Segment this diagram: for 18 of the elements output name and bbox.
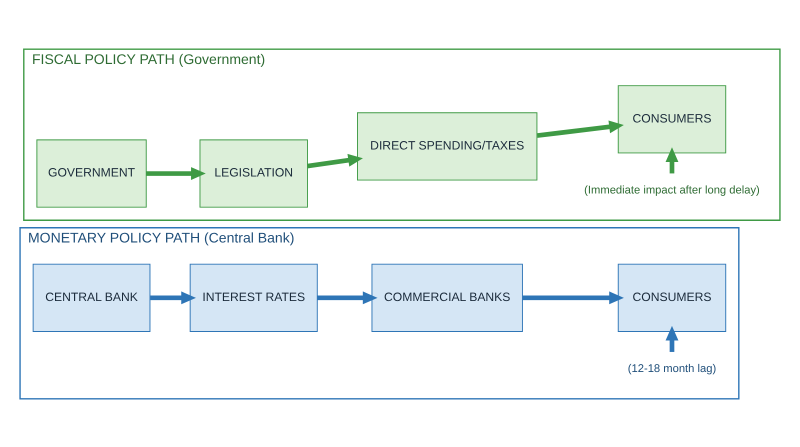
node-text: (12-18 month lag)	[628, 362, 716, 374]
arrow	[307, 153, 363, 168]
node-box: COMMERCIAL BANKS	[372, 263, 523, 332]
node-box: CENTRAL BANK	[32, 263, 150, 332]
arrow	[146, 166, 206, 180]
arrow	[666, 325, 678, 352]
arrow	[317, 290, 378, 304]
node-text: (Immediate impact after long delay)	[584, 184, 760, 196]
node-box: DIRECT SPENDING/TAXES	[357, 112, 538, 180]
node-box: LEGISLATION	[200, 138, 308, 208]
arrow	[150, 290, 196, 304]
node-box: INTEREST RATES	[190, 263, 318, 332]
arrow	[522, 290, 624, 304]
node-box: CONSUMERS	[618, 84, 726, 153]
node-box: GOVERNMENT	[36, 138, 147, 208]
arrow	[536, 120, 624, 138]
arrow	[666, 146, 678, 173]
node-box: CONSUMERS	[618, 263, 726, 332]
